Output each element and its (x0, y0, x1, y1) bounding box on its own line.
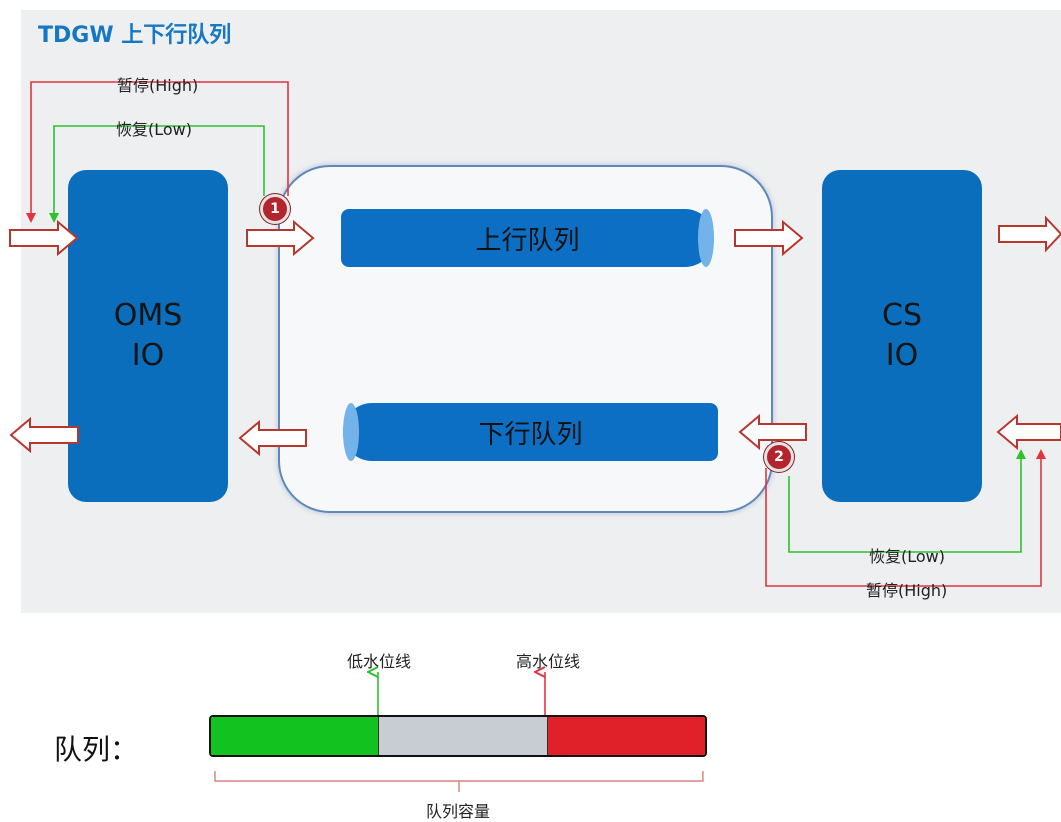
downstream-queue-label: 下行队列 (478, 419, 583, 450)
flow-arrow-queue-to-cs (734, 219, 804, 257)
queue-capacity-label: 队列容量 (426, 802, 491, 821)
queue-legend-title: 队列： (54, 733, 139, 766)
capacity-brace (214, 771, 704, 792)
resume-signal-line-left (49, 125, 265, 223)
flow-arrow-in-cs (996, 413, 1061, 451)
left-resume-label: 恢复(Low) (116, 120, 192, 139)
cs-io-label: IO (885, 338, 919, 373)
oms-label: OMS (113, 298, 183, 333)
low-watermark-label: 低水位线 (347, 652, 412, 671)
high-level-segment (547, 717, 705, 755)
flow-arrow-out-oms (9, 416, 79, 454)
step-badge-1: 1 (260, 194, 290, 224)
upstream-queue-label: 上行队列 (475, 225, 580, 256)
mid-level-segment (379, 717, 548, 755)
resume-signal-line-right (788, 449, 1026, 553)
right-pause-label: 暂停(High) (866, 581, 948, 600)
queue-capacity-bar (209, 715, 707, 757)
queue-end-cap (343, 403, 359, 461)
pause-signal-line-left (26, 81, 289, 223)
flow-arrow-in-oms (9, 219, 79, 257)
oms-io-label: IO (131, 338, 165, 373)
step-badge-2: 2 (764, 442, 794, 472)
low-level-segment (211, 717, 380, 755)
right-resume-label: 恢复(Low) (869, 547, 945, 566)
cs-io-box: CS IO (822, 170, 982, 502)
flow-arrow-out-cs (998, 215, 1061, 253)
upstream-queue: 上行队列 (341, 209, 714, 267)
flow-arrow-queue-to-oms (238, 419, 307, 457)
flow-arrow-oms-to-queue (246, 219, 315, 257)
flow-arrow-cs-to-queue (738, 413, 807, 451)
high-watermark-label: 高水位线 (516, 652, 581, 671)
downstream-queue: 下行队列 (343, 403, 718, 461)
left-pause-label: 暂停(High) (117, 76, 199, 95)
cs-label: CS (882, 298, 922, 333)
queue-end-cap (698, 209, 714, 267)
oms-io-box: OMS IO (68, 170, 228, 502)
diagram-title: TDGW 上下行队列 (38, 23, 232, 48)
pause-signal-line-right (765, 449, 1046, 587)
